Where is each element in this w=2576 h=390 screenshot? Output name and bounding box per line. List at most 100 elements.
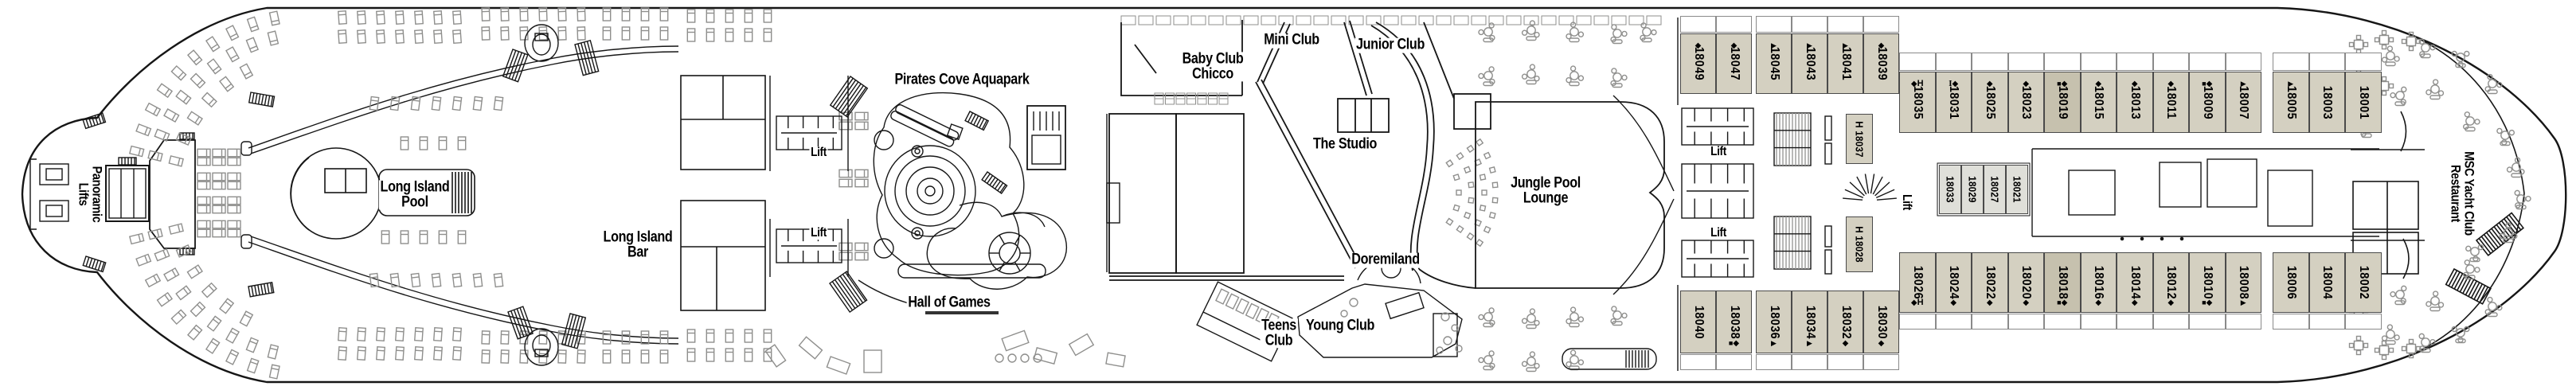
cabin-number: H 18028 bbox=[1853, 226, 1866, 263]
cabin-balcony bbox=[2117, 314, 2153, 330]
cabin-balcony bbox=[2273, 53, 2309, 71]
cabin-category-symbols: ■◆ bbox=[2057, 298, 2068, 307]
cabin-H-18037: H 18037 bbox=[1846, 114, 1873, 164]
cabin-balcony bbox=[1756, 354, 1792, 370]
cabin-balcony bbox=[2308, 314, 2345, 330]
cabin-number: 18016 bbox=[2092, 265, 2106, 300]
cabin-number: 18027 bbox=[1988, 176, 2001, 203]
cabin-category-symbols: ▶ bbox=[2240, 80, 2246, 88]
long-island-bar-structure bbox=[680, 75, 766, 311]
cabin-number: 18013 bbox=[2128, 85, 2142, 119]
cabin-category-symbols: ◆ bbox=[2095, 80, 2102, 88]
area-label-junior-club: Junior Club bbox=[1354, 36, 1426, 53]
cabin-18012: 18012◆ bbox=[2152, 252, 2189, 313]
cabin-18039: 18039◆ bbox=[1863, 33, 1899, 94]
cabin-number: 18026 bbox=[1910, 265, 1925, 300]
cabin-balcony bbox=[2345, 314, 2382, 330]
cabin-category-symbols: ▶ bbox=[1771, 41, 1777, 49]
cabin-category-symbols: ◆ bbox=[1986, 298, 1993, 307]
cabin-balcony bbox=[2152, 314, 2189, 330]
cabin-category-symbols: I◆ bbox=[1949, 79, 1959, 88]
area-label-the-studio: The Studio bbox=[1311, 135, 1378, 153]
jungle-pool-structure bbox=[1475, 95, 1675, 295]
cabin-18034: 18034▶ bbox=[1792, 291, 1827, 353]
cabin-18006: 18006 bbox=[2273, 252, 2309, 313]
cabin-balcony bbox=[1863, 354, 1899, 370]
cabin-number: 18035 bbox=[1910, 85, 1925, 119]
cabin-number: 18040 bbox=[1691, 305, 1706, 339]
area-label-teens-club: Teens Club bbox=[1260, 317, 1298, 349]
cabin-category-symbols: ▶ bbox=[1807, 339, 1812, 347]
cabin-18049: 18049◆ bbox=[1680, 33, 1716, 94]
cabin-balcony bbox=[2273, 314, 2309, 330]
cabin-number: 18023 bbox=[2019, 85, 2034, 119]
cabin-18020: 18020◆ bbox=[2007, 252, 2044, 313]
cabin-18027: 18027 bbox=[1984, 165, 2006, 214]
area-label-long-island-bar: Long Island Bar bbox=[601, 228, 674, 260]
cabin-18013: 18013◆ bbox=[2117, 72, 2153, 133]
cabin-category-symbols: ◆ bbox=[2168, 298, 2175, 307]
cabin-category-symbols: ◆ bbox=[1695, 41, 1702, 50]
cabin-18036: 18036▶ bbox=[1756, 291, 1792, 353]
cabin-number: 18030 bbox=[1874, 305, 1889, 339]
cabin-number: 18032 bbox=[1839, 305, 1853, 339]
cabin-18030: 18030◆ bbox=[1863, 291, 1899, 353]
cabin-category-symbols: ◆ bbox=[2131, 298, 2138, 307]
cabin-balcony bbox=[2080, 314, 2117, 330]
cabin-balcony bbox=[2007, 53, 2044, 71]
cabin-18022: 18022◆ bbox=[1972, 252, 2008, 313]
cabin-balcony bbox=[2152, 53, 2189, 71]
cabin-category-symbols: ▶ bbox=[1807, 41, 1812, 49]
cabin-number: H 18037 bbox=[1853, 120, 1866, 158]
area-label-baby-club-chicco: Baby Club Chicco bbox=[1180, 50, 1245, 82]
cabin-category-symbols: ■◆ bbox=[1728, 339, 1740, 348]
cabin-category-symbols: ◆ bbox=[2095, 298, 2102, 307]
cabin-number: 18005 bbox=[2284, 85, 2298, 119]
funnel-casing bbox=[1026, 105, 1120, 272]
panoramic-lifts-structure bbox=[29, 92, 276, 298]
midship-lift-lobby bbox=[1677, 18, 1897, 371]
cabin-balcony bbox=[2007, 314, 2044, 330]
cabin-H-18028: H 18028 bbox=[1846, 216, 1873, 272]
cabin-balcony bbox=[2225, 314, 2261, 330]
cabin-category-symbols: ◆ bbox=[1878, 339, 1885, 348]
cabin-number: 18031 bbox=[1947, 85, 1961, 119]
cabin-number: 18015 bbox=[2092, 85, 2106, 119]
cabin-balcony bbox=[1680, 16, 1716, 33]
aquapark-structure bbox=[873, 92, 1068, 290]
teens-club-structure bbox=[1196, 281, 1293, 362]
cabin-balcony bbox=[2044, 53, 2081, 71]
cabin-18025: 18025◆ bbox=[1972, 72, 2008, 133]
cabin-balcony bbox=[1935, 314, 1972, 330]
cabin-18018: 18018■◆ bbox=[2044, 252, 2081, 313]
cabin-18045: 18045▶ bbox=[1756, 33, 1792, 94]
cabin-balcony bbox=[1899, 53, 1936, 71]
cabin-number: 18019 bbox=[2055, 85, 2070, 119]
cabin-balcony bbox=[1756, 16, 1792, 33]
cabin-category-symbols: ◆H bbox=[1910, 298, 1924, 307]
cabin-balcony bbox=[2225, 53, 2261, 71]
cabin-category-symbols: ◆ bbox=[1986, 80, 1993, 88]
cabin-number: 18014 bbox=[2128, 265, 2142, 300]
cabin-number: 18001 bbox=[2356, 85, 2371, 119]
jungle-pool-tables bbox=[1478, 20, 1657, 372]
cabin-18047: 18047◆ bbox=[1716, 33, 1752, 94]
cabin-18033: 18033 bbox=[1939, 165, 1961, 214]
hall-of-games-structure bbox=[764, 263, 1126, 375]
cabin-category-symbols: ▶ bbox=[1771, 339, 1777, 347]
young-club-structure bbox=[1297, 283, 1463, 358]
funnel-vents bbox=[502, 24, 600, 366]
jogging-track bbox=[240, 45, 679, 345]
cabin-number: 18022 bbox=[1983, 265, 1997, 300]
kids-zone-walls bbox=[1108, 15, 1662, 289]
cabin-category-symbols: ▶ bbox=[2288, 80, 2294, 88]
cabin-category-symbols: ▶ bbox=[1843, 41, 1848, 49]
cabin-18032: 18032◆ bbox=[1827, 291, 1863, 353]
cabin-balcony bbox=[1972, 314, 2008, 330]
cabin-18043: 18043▶ bbox=[1792, 33, 1827, 94]
cabin-18026: 18026◆H bbox=[1899, 252, 1936, 313]
area-label-panoramic-lifts: Panoramic Lifts bbox=[76, 164, 105, 224]
cabin-balcony bbox=[2117, 53, 2153, 71]
cabin-number: 18007 bbox=[2237, 85, 2251, 119]
